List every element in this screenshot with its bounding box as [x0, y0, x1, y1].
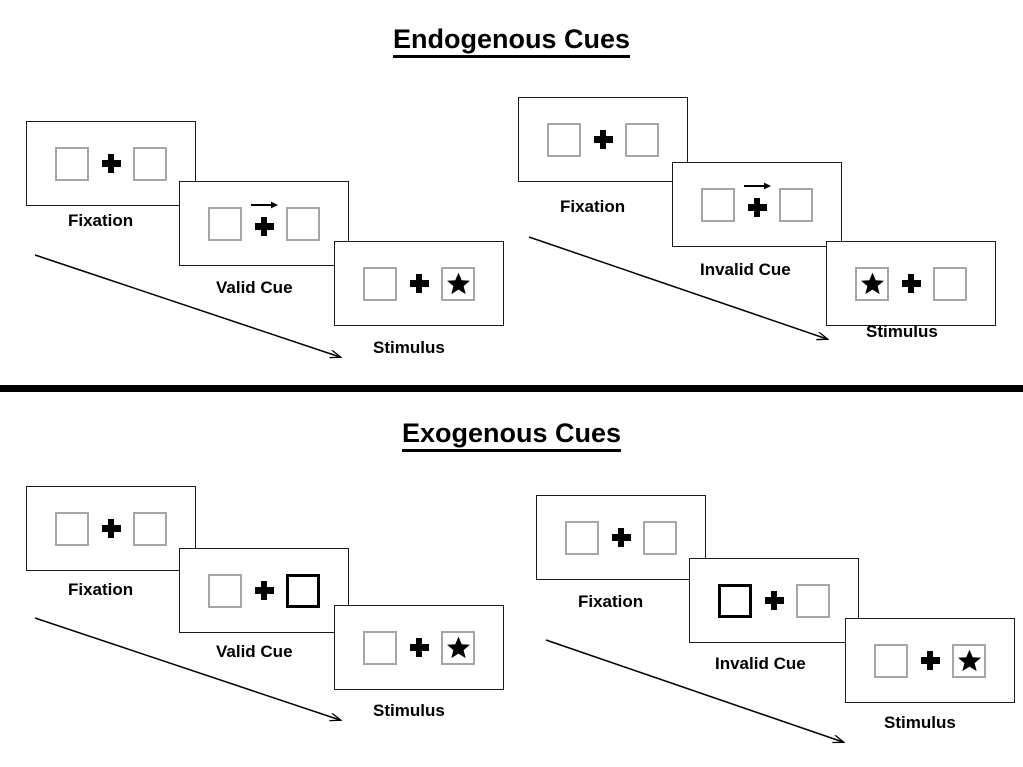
right-box [643, 520, 677, 555]
left-box [547, 122, 581, 157]
caption-endogenous-valid-cue: Valid Cue [216, 278, 293, 297]
fixation-cross-icon [409, 274, 429, 293]
frame-endogenous-valid-cue [179, 181, 349, 266]
right-box [952, 643, 986, 678]
fixation-cross-icon [920, 651, 940, 670]
frame-content [363, 626, 475, 670]
section-divider [0, 385, 1023, 392]
fixation-area [397, 262, 441, 306]
caption-endogenous-valid-stimulus: Stimulus [373, 338, 445, 357]
left-box-cued [718, 583, 752, 618]
frame-content [565, 516, 677, 560]
frame-endogenous-valid-fixation [26, 121, 196, 206]
fixation-cross-icon [409, 638, 429, 657]
caption-exogenous-valid-stimulus: Stimulus [373, 701, 445, 720]
caption-endogenous-valid-fixation: Fixation [68, 211, 134, 230]
left-box [565, 520, 599, 555]
frame-endogenous-valid-stimulus [334, 241, 504, 326]
frame-endogenous-invalid-cue [672, 162, 842, 247]
caption-exogenous-valid-fixation: Fixation [68, 580, 134, 599]
left-box [855, 266, 889, 301]
fixation-area [397, 626, 441, 670]
frame-content [701, 182, 813, 227]
fixation-area [735, 182, 779, 227]
frame-content [547, 118, 659, 162]
left-box [363, 630, 397, 665]
star-target-icon [957, 649, 981, 672]
fixation-area [599, 516, 643, 560]
frame-content [718, 579, 830, 623]
right-box [933, 266, 967, 301]
section-title-endogenous-text: Endogenous Cues [392, 24, 630, 58]
caption-endogenous-invalid-stimulus: Stimulus [866, 322, 938, 341]
section-title-exogenous-text: Exogenous Cues [401, 418, 622, 452]
left-box [208, 206, 242, 241]
arrow-right-cue-icon [251, 201, 278, 208]
star-target-icon [446, 272, 470, 295]
frame-content [208, 569, 320, 613]
caption-endogenous-invalid-cue: Invalid Cue [700, 260, 791, 279]
caption-endogenous-invalid-fixation: Fixation [560, 197, 626, 216]
frame-content [855, 262, 967, 306]
left-box [55, 146, 89, 181]
right-box [441, 630, 475, 665]
fixation-cross-icon [101, 154, 121, 173]
endogenous-valid-time-arrow [34, 254, 340, 357]
right-box [133, 146, 167, 181]
frame-endogenous-invalid-stimulus [826, 241, 996, 326]
arrow-right-cue-icon [744, 182, 771, 189]
fixation-cross-icon [593, 130, 613, 149]
frame-exogenous-invalid-cue [689, 558, 859, 643]
caption-exogenous-invalid-cue: Invalid Cue [715, 654, 806, 673]
right-box [286, 206, 320, 241]
right-box [779, 187, 813, 222]
caption-exogenous-invalid-fixation: Fixation [578, 592, 644, 611]
left-box [874, 643, 908, 678]
frame-exogenous-valid-stimulus [334, 605, 504, 690]
frame-exogenous-valid-fixation [26, 486, 196, 571]
caption-exogenous-valid-cue: Valid Cue [216, 642, 293, 661]
right-box-cued [286, 573, 320, 608]
fixation-cross-icon [611, 528, 631, 547]
left-box [701, 187, 735, 222]
right-box [441, 266, 475, 301]
fixation-area [889, 262, 933, 306]
fixation-cross-icon [901, 274, 921, 293]
fixation-cross-icon [764, 591, 784, 610]
frame-content [363, 262, 475, 306]
star-target-icon [446, 636, 470, 659]
right-box [625, 122, 659, 157]
frame-content [208, 201, 320, 246]
frame-content [55, 142, 167, 186]
right-box [796, 583, 830, 618]
frame-exogenous-invalid-fixation [536, 495, 706, 580]
frame-exogenous-valid-cue [179, 548, 349, 633]
fixation-area [752, 579, 796, 623]
star-target-icon [860, 272, 884, 295]
left-box [208, 573, 242, 608]
fixation-area [908, 639, 952, 683]
fixation-area [89, 507, 133, 551]
frame-endogenous-invalid-fixation [518, 97, 688, 182]
endogenous-invalid-time-arrow [528, 236, 827, 339]
right-box [133, 511, 167, 546]
fixation-cross-icon [101, 519, 121, 538]
section-title-exogenous: Exogenous Cues [0, 418, 1023, 452]
left-box [55, 511, 89, 546]
left-box [363, 266, 397, 301]
fixation-cross-icon [254, 581, 274, 600]
fixation-area [242, 569, 286, 613]
caption-exogenous-invalid-stimulus: Stimulus [884, 713, 956, 732]
fixation-cross-icon [747, 198, 767, 217]
frame-exogenous-invalid-stimulus [845, 618, 1015, 703]
exogenous-valid-time-arrow [34, 617, 340, 720]
fixation-cross-icon [254, 217, 274, 236]
section-title-endogenous: Endogenous Cues [0, 24, 1023, 58]
frame-content [874, 639, 986, 683]
frame-content [55, 507, 167, 551]
fixation-area [581, 118, 625, 162]
fixation-area [89, 142, 133, 186]
fixation-area [242, 201, 286, 246]
